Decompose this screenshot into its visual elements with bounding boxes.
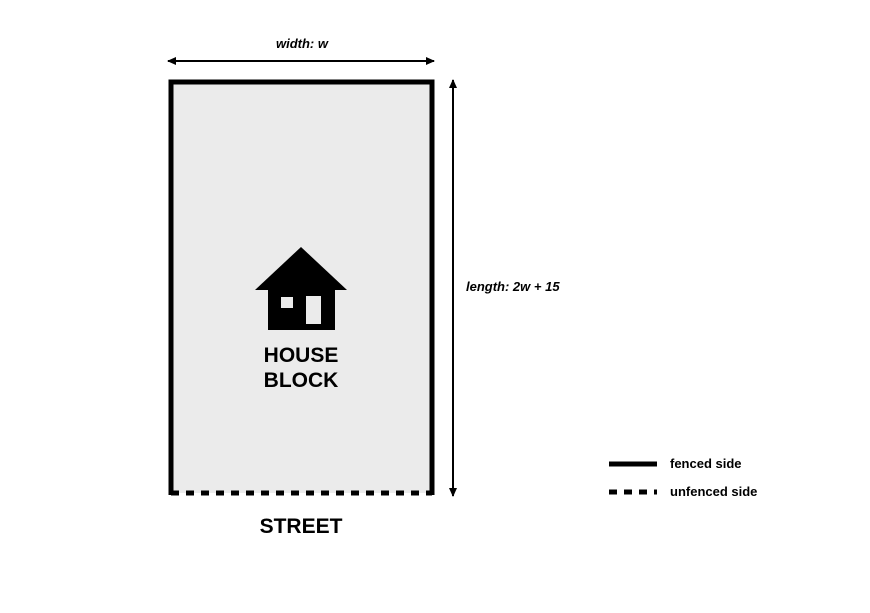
house-block-label-line2: BLOCK bbox=[264, 369, 339, 392]
legend-fenced-label: fenced side bbox=[670, 456, 742, 471]
house-icon bbox=[255, 247, 347, 330]
legend-unfenced-label: unfenced side bbox=[670, 484, 757, 499]
street-label: STREET bbox=[260, 515, 343, 538]
width-label: width: w bbox=[276, 36, 329, 51]
house-block-label-line1: HOUSE bbox=[264, 344, 339, 367]
legend: fenced side unfenced side bbox=[609, 456, 757, 499]
length-label: length: 2w + 15 bbox=[466, 279, 560, 294]
fenced-boundary bbox=[168, 79, 435, 495]
